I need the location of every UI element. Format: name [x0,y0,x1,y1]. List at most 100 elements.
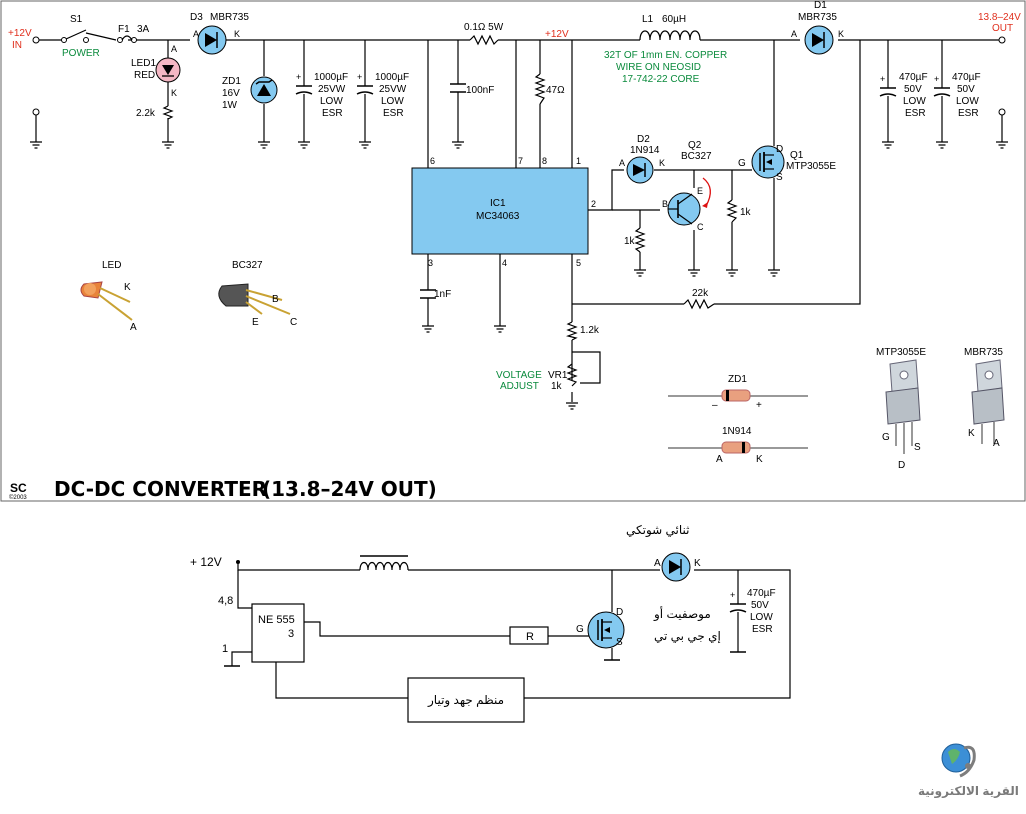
svg-text:1: 1 [576,156,581,166]
svg-text:25VW: 25VW [379,84,407,95]
f1-label: F1 [118,24,130,35]
svg-text:B: B [662,199,668,209]
svg-text:G: G [738,158,746,169]
svg-text:D: D [776,144,783,155]
svg-text:ESR: ESR [383,108,404,119]
svg-text:8: 8 [542,156,547,166]
svg-text:25VW: 25VW [318,84,346,95]
svg-text:G: G [576,624,584,635]
svg-text:MBR735: MBR735 [798,12,837,23]
svg-text:B: B [272,294,279,305]
svg-text:Q2: Q2 [688,140,702,151]
svg-text:ESR: ESR [905,108,926,119]
svg-text:IC1: IC1 [490,198,506,209]
svg-text:+: + [357,72,362,82]
d1-label: D1 [814,0,827,11]
svg-text:BC327: BC327 [681,151,712,162]
inductor-l1 [639,30,701,41]
svg-text:16V: 16V [222,88,240,99]
svg-text:ESR: ESR [752,624,773,635]
svg-text:1k: 1k [740,207,752,218]
svg-text:G: G [882,432,890,443]
svg-text:6: 6 [430,156,435,166]
svg-text:A: A [619,158,625,168]
output-capacitor-1: + [879,40,897,149]
svg-text:ESR: ESR [322,108,343,119]
svg-text:C: C [697,222,704,232]
fuse [121,35,133,41]
s1-label: S1 [70,14,83,25]
svg-text:100nF: 100nF [466,85,494,96]
svg-text:1k: 1k [624,236,636,247]
svg-text:1W: 1W [222,100,238,111]
svg-text:+: + [756,400,762,411]
svg-text:32T OF 1mm EN. COPPER: 32T OF 1mm EN. COPPER [604,50,727,61]
ground-symbol [30,141,42,149]
svg-text:OUT: OUT [992,23,1013,34]
svg-text:MBR735: MBR735 [964,347,1003,358]
svg-text:1k: 1k [551,381,563,392]
svg-text:K: K [124,282,131,293]
svg-text:22k: 22k [692,288,709,299]
led1-color: RED [134,70,155,81]
led-resistor-value: 2.2k [136,108,156,119]
svg-text:4,8: 4,8 [218,595,233,607]
input-terminal-top [32,36,40,44]
svg-text:1N914: 1N914 [630,145,660,156]
svg-text:1.2k: 1.2k [580,325,600,336]
svg-text:1000µF: 1000µF [375,72,409,83]
mbr735-pinout-illustration: MBR735 K A [964,347,1005,449]
input-capacitor-2: + [356,40,374,149]
d3-part: MBR735 [210,12,249,23]
svg-text:VOLTAGE: VOLTAGE [496,370,542,381]
svg-text:1N914: 1N914 [722,426,752,437]
svg-text:60µH: 60µH [662,14,686,25]
svg-text:A: A [171,44,177,54]
led1-label: LED1 [131,58,156,69]
resistor-1k-base [634,227,646,253]
power-label: POWER [62,48,100,59]
ic1-mc34063 [411,167,589,255]
svg-text:LOW: LOW [956,96,979,107]
resistor-22k [683,298,715,310]
zd1-label: ZD1 [222,76,241,87]
svg-text:17-742-22 CORE: 17-742-22 CORE [622,74,700,85]
svg-text:50V: 50V [957,84,975,95]
f1-rating: 3A [137,24,150,35]
svg-text:+: + [296,72,301,82]
input-capacitor-1: + [295,40,313,149]
svg-text:D: D [898,460,905,471]
d2-diode-icon [626,156,654,184]
led-resistor [162,105,174,120]
svg-text:K: K [694,558,701,569]
mosfet-note-line1: موصفيت أو [653,606,711,622]
svg-text:4: 4 [502,258,507,268]
svg-text:K: K [659,158,665,168]
svg-text:ESR: ESR [958,108,979,119]
sc-logo: SC [10,481,27,495]
svg-text:+: + [934,74,939,84]
svg-text:A: A [993,438,1000,449]
svg-text:50V: 50V [751,600,769,611]
svg-text:LOW: LOW [320,96,343,107]
svg-text:NE 555: NE 555 [258,614,295,626]
svg-text:K: K [171,88,177,98]
svg-text:WIRE ON NEOSID: WIRE ON NEOSID [616,62,701,73]
mosfet-note-line2: إي جي بي تي [654,629,721,643]
svg-text:MTP3055E: MTP3055E [876,347,926,358]
q1-mosfet-icon [751,145,785,179]
d3-label: D3 [190,12,203,23]
output-label: 13.8–24V [978,12,1021,23]
svg-text:50V: 50V [904,84,922,95]
svg-text:S: S [776,172,783,183]
svg-text:A: A [654,558,661,569]
svg-text:470µF: 470µF [952,72,981,83]
svg-text:K: K [838,29,844,39]
diagram-title-range: (13.8–24V OUT) [262,477,437,501]
schottky-note: ثنائي شوتكي [626,523,690,538]
svg-text:+: + [880,74,885,84]
svg-text:E: E [252,317,259,328]
svg-text:47Ω: 47Ω [546,85,565,96]
svg-text:ZD1: ZD1 [728,374,747,385]
zd1-pinout-illustration: ZD1 – + [668,374,808,411]
